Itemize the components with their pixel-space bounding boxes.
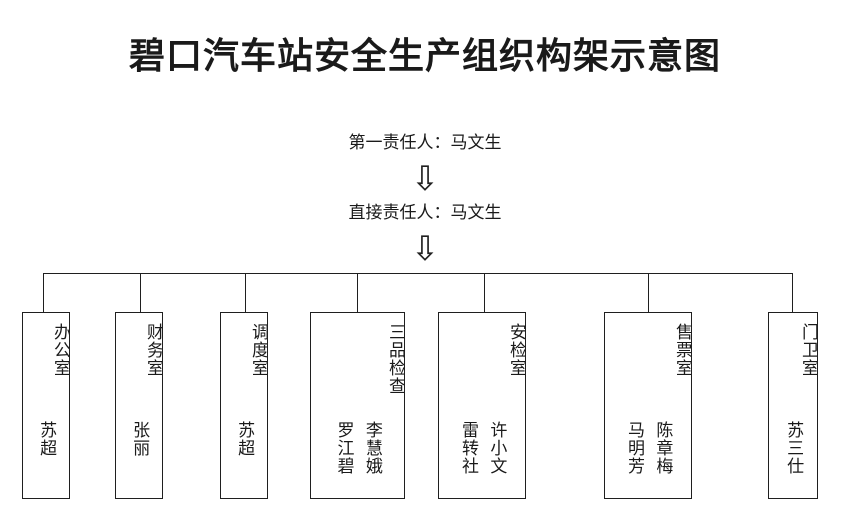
staff-name: 苏超 [37, 421, 57, 457]
department-name: 调度室 [249, 323, 268, 377]
department-name: 财务室 [144, 323, 163, 377]
department-box[interactable]: 调度室苏超 [220, 312, 268, 499]
department-box-inner: 调度室苏超 [221, 313, 267, 498]
direct-responsible-person: 直接责任人：马文生 [348, 203, 502, 222]
department-box[interactable]: 售票室陈章梅马明芳 [604, 312, 692, 499]
department-box-inner: 三品检查李慧娥罗江碧 [311, 313, 405, 498]
connector-drop-line [140, 273, 141, 312]
department-staff-list: 张丽 [116, 421, 162, 457]
staff-name: 罗江碧 [334, 421, 354, 475]
first-responsible-person: 第一责任人：马文生 [348, 133, 502, 152]
staff-name: 雷转社 [459, 421, 478, 475]
department-staff-list: 李慧娥罗江碧 [311, 421, 404, 475]
department-name: 门卫室 [799, 323, 818, 377]
down-arrow-icon: ⇩ [410, 229, 440, 269]
department-box[interactable]: 安检室许小文雷转社 [438, 312, 526, 499]
connector-drop-line [357, 273, 358, 312]
department-box[interactable]: 财务室张丽 [115, 312, 163, 499]
staff-name: 李慧娥 [362, 421, 382, 475]
department-box-inner: 财务室张丽 [116, 313, 162, 498]
connector-drop-line [792, 273, 793, 312]
department-box-inner: 售票室陈章梅马明芳 [605, 313, 691, 498]
down-arrow-icon: ⇩ [410, 159, 440, 199]
department-box[interactable]: 门卫室苏三仕 [768, 312, 818, 499]
department-box-inner: 办公室苏超 [23, 313, 69, 498]
department-name: 办公室 [51, 323, 70, 377]
connector-horizontal-bar [43, 273, 792, 274]
department-name: 安检室 [507, 323, 526, 377]
department-staff-list: 许小文雷转社 [439, 421, 525, 475]
department-box-inner: 门卫室苏三仕 [769, 313, 817, 498]
department-staff-list: 陈章梅马明芳 [605, 421, 691, 475]
department-staff-list: 苏超 [23, 421, 69, 457]
department-staff-list: 苏三仕 [769, 421, 817, 475]
staff-name: 陈章梅 [653, 421, 673, 475]
connector-drop-line [484, 273, 485, 312]
department-name: 三品检查 [386, 323, 405, 395]
department-box[interactable]: 办公室苏超 [22, 312, 70, 499]
department-staff-list: 苏超 [221, 421, 267, 457]
department-name: 售票室 [673, 323, 692, 377]
connector-drop-line [43, 273, 44, 312]
staff-name: 苏超 [235, 421, 255, 457]
staff-name: 张丽 [130, 421, 150, 457]
department-box[interactable]: 三品检查李慧娥罗江碧 [310, 312, 405, 499]
staff-name: 许小文 [487, 421, 507, 475]
department-box-inner: 安检室许小文雷转社 [439, 313, 525, 498]
connector-drop-line [245, 273, 246, 312]
page-title: 碧口汽车站安全生产组织构架示意图 [128, 36, 721, 76]
staff-name: 苏三仕 [784, 421, 804, 475]
staff-name: 马明芳 [625, 421, 644, 475]
connector-drop-line [648, 273, 649, 312]
